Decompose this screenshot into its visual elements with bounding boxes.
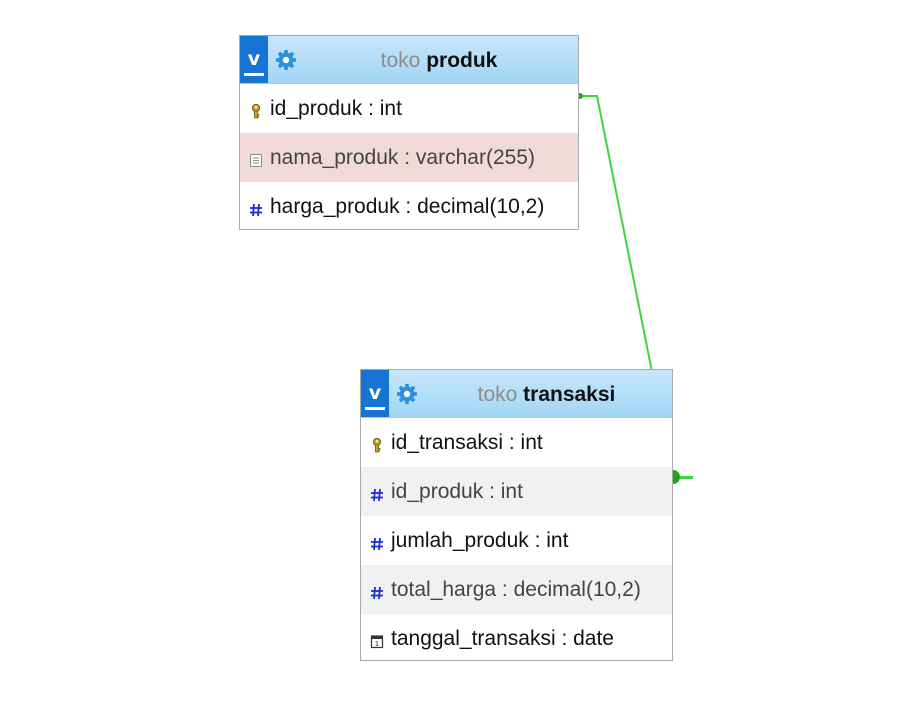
toggle-columns-button[interactable]: v: [240, 36, 268, 83]
column-label: jumlah_produk : int: [391, 528, 569, 552]
table-name: transaksi: [523, 383, 616, 406]
numeric-column-icon: [250, 203, 262, 216]
column-label: nama_produk : varchar(255): [270, 145, 535, 169]
column-row-id-produk[interactable]: id_produk : int: [361, 467, 672, 516]
table-title: toko produk: [300, 36, 578, 83]
table-header[interactable]: v toko produk: [240, 36, 578, 84]
column-row-nama-produk[interactable]: nama_produk : varchar(255): [240, 133, 578, 182]
column-label: harga_produk : decimal(10,2): [270, 194, 545, 218]
column-row-id-produk[interactable]: id_produk : int: [240, 84, 578, 133]
toggle-columns-button[interactable]: v: [361, 370, 389, 417]
numeric-column-icon: [371, 537, 383, 550]
column-row-total-harga[interactable]: total_harga : decimal(10,2): [361, 565, 672, 614]
table-produk[interactable]: v toko produk: [239, 35, 579, 230]
column-row-tanggal-transaksi[interactable]: 1 tanggal_transaksi : date: [361, 614, 672, 663]
table-name: produk: [426, 49, 498, 72]
database-name: toko: [477, 383, 518, 406]
column-row-id-transaksi[interactable]: id_transaksi : int: [361, 418, 672, 467]
table-transaksi[interactable]: v toko transaksi: [360, 369, 673, 661]
relation-end-marker: [673, 470, 680, 484]
svg-text:1: 1: [375, 640, 379, 648]
column-label: id_produk : int: [270, 96, 402, 120]
gear-icon[interactable]: [396, 383, 418, 405]
date-column-icon: 1: [370, 634, 384, 648]
primary-key-icon: [251, 103, 261, 118]
column-label: tanggal_transaksi : date: [391, 626, 614, 650]
toggle-underline: [365, 407, 385, 410]
toggle-underline: [244, 73, 264, 76]
column-row-jumlah-produk[interactable]: jumlah_produk : int: [361, 516, 672, 565]
database-name: toko: [380, 49, 421, 72]
toggle-label: v: [368, 382, 382, 404]
column-label: total_harga : decimal(10,2): [391, 577, 641, 601]
toggle-label: v: [247, 48, 261, 70]
primary-key-icon: [372, 437, 382, 452]
gear-icon[interactable]: [275, 49, 297, 71]
table-header[interactable]: v toko transaksi: [361, 370, 672, 418]
table-title: toko transaksi: [421, 370, 672, 417]
column-label: id_transaksi : int: [391, 430, 543, 454]
column-label: id_produk : int: [391, 479, 523, 503]
numeric-column-icon: [371, 586, 383, 599]
numeric-column-icon: [371, 488, 383, 501]
column-row-harga-produk[interactable]: harga_produk : decimal(10,2): [240, 182, 578, 231]
text-column-icon: [250, 153, 262, 167]
